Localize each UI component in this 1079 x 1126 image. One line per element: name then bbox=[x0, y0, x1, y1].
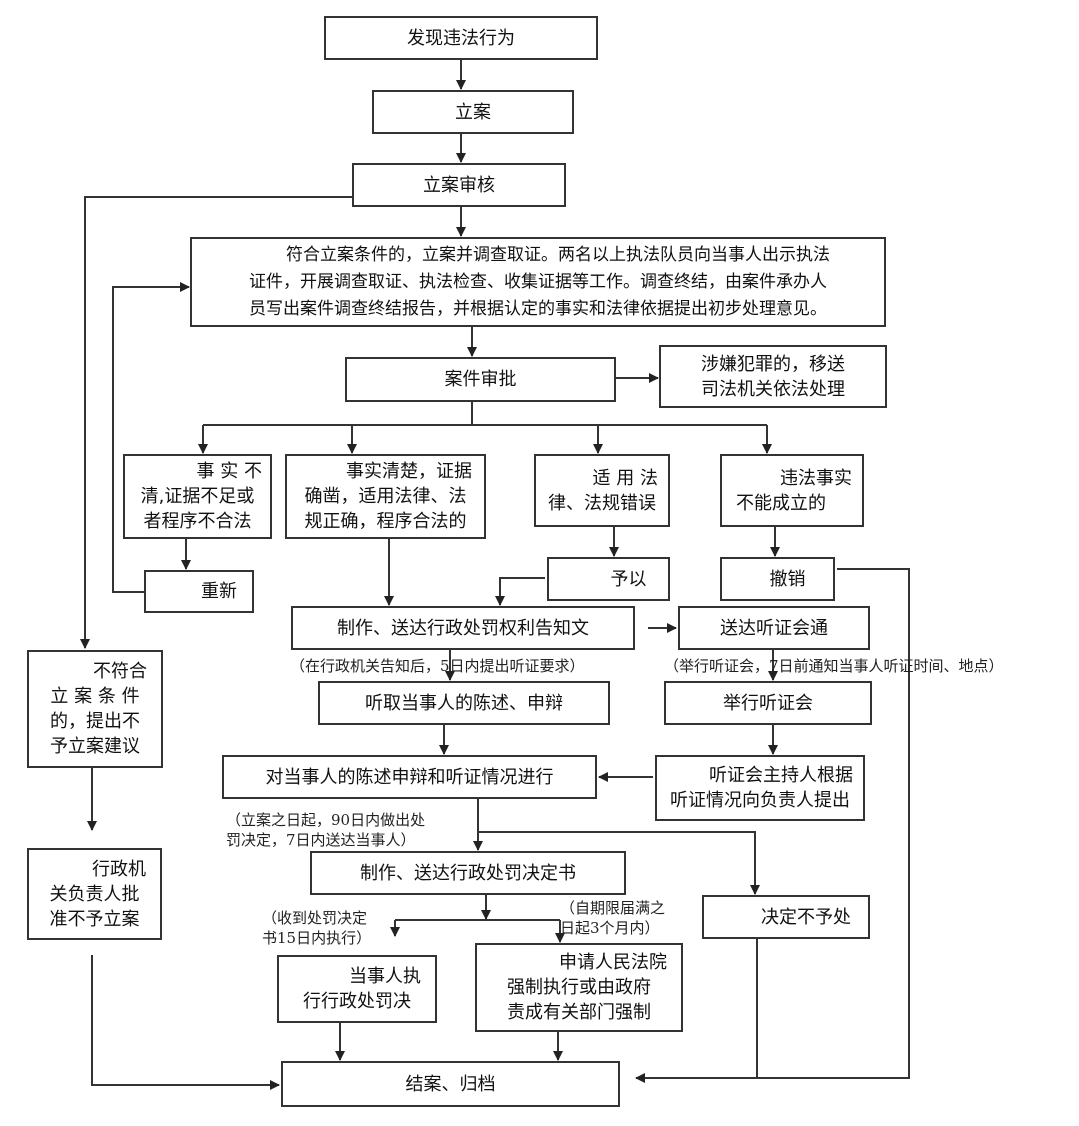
node-label: 制作、送达行政处罚决定书 bbox=[360, 862, 576, 884]
node-label: 立案 bbox=[455, 101, 491, 123]
note-hearing-request: （在行政机关告知后，5日内提出听证要求） bbox=[290, 657, 585, 675]
node-close: 结案、归档 bbox=[281, 1061, 620, 1107]
node-clear: 事实清楚，证据确凿，适用法律、法规正确，程序合法的 bbox=[285, 454, 486, 539]
node-label: 送达听证会通 bbox=[720, 617, 828, 639]
node-discover: 发现违法行为 bbox=[324, 16, 598, 60]
node-review: 立案审核 bbox=[352, 163, 566, 207]
note-90days: （立案之日起，90日内做出处罚决定，7日内送达当事人） bbox=[226, 810, 425, 850]
node-label: 证件，开展调查取证、执法检查、收集证据等工作。调查终结，由案件承办人 bbox=[249, 271, 827, 292]
node-hearing-notice: 送达听证会通 bbox=[678, 606, 870, 650]
node-party-execute: 当事人执行行政处罚决 bbox=[277, 955, 437, 1023]
node-investigate: 符合立案条件的，立案并调查取证。两名以上执法队员向当事人出示执法 证件，开展调查… bbox=[190, 237, 886, 327]
node-label: 者程序不合法 bbox=[143, 511, 252, 532]
node-label: 不符合 bbox=[93, 661, 147, 682]
note-line: 日起3个月内） bbox=[560, 919, 660, 937]
line bbox=[203, 402, 767, 426]
node-assess: 对当事人的陈述申辩和听证情况进行 bbox=[222, 755, 597, 799]
arrow bbox=[478, 831, 760, 895]
node-label: 案件审批 bbox=[444, 369, 517, 390]
arrow bbox=[91, 955, 280, 1090]
node-label: 律、法规错误 bbox=[548, 492, 656, 514]
arrow bbox=[80, 196, 352, 649]
node-label: 责成有关部门强制 bbox=[507, 1002, 651, 1023]
node-label: 制作、送达行政处罚权利告知文 bbox=[337, 617, 589, 639]
node-no-penalty: 决定不予处 bbox=[702, 895, 870, 939]
node-label: 听证会主持人根据 bbox=[709, 765, 853, 786]
arrow bbox=[495, 577, 545, 606]
node-label: 符合立案条件的，立案并调查取证。两名以上执法队员向当事人出示执法 bbox=[286, 244, 830, 265]
node-label: 行行政处罚决 bbox=[303, 991, 411, 1012]
node-label: 的，提出不 bbox=[50, 711, 140, 732]
node-leader-reject: 行政机关负责人批准不予立案 bbox=[27, 848, 162, 940]
node-listen: 听取当事人的陈述、申辩 bbox=[318, 681, 610, 725]
node-decision-doc: 制作、送达行政处罚决定书 bbox=[310, 851, 626, 895]
node-revoke: 撤销 bbox=[720, 557, 835, 601]
node-label: 强制执行或由政府 bbox=[507, 977, 651, 998]
node-unclear: 事 实 不清,证据不足或者程序不合法 bbox=[123, 454, 272, 539]
note-line: 罚决定，7日内送达当事人） bbox=[226, 831, 416, 849]
node-label: 重新 bbox=[201, 581, 237, 602]
node-notice: 制作、送达行政处罚权利告知文 bbox=[291, 606, 635, 650]
node-label: 予以 bbox=[610, 568, 647, 590]
note-15days: （收到处罚决定书15日内执行） bbox=[262, 908, 371, 948]
node-label: 申请人民法院 bbox=[559, 952, 667, 973]
node-label: 事 实 不 bbox=[196, 461, 262, 482]
node-approve: 案件审批 bbox=[345, 357, 616, 402]
node-label: 涉嫌犯罪的，移送 bbox=[701, 353, 845, 375]
node-label: 撤销 bbox=[769, 568, 806, 590]
node-label: 司法机关依法处理 bbox=[701, 378, 845, 400]
node-label: 行政机 bbox=[92, 858, 146, 880]
node-correct: 予以 bbox=[547, 557, 670, 601]
node-file-case: 立案 bbox=[372, 90, 574, 134]
node-wrong-law: 适 用 法律、法规错误 bbox=[534, 454, 670, 527]
node-label: 举行听证会 bbox=[723, 692, 813, 714]
node-label: 立 案 条 件 bbox=[50, 686, 140, 707]
node-label: 清,证据不足或 bbox=[140, 486, 255, 507]
node-crime: 涉嫌犯罪的，移送司法机关依法处理 bbox=[659, 345, 887, 408]
node-label: 关负责人批 bbox=[49, 883, 140, 905]
node-label: 听证情况向负责人提出 bbox=[670, 790, 850, 811]
node-label: 不能成立的 bbox=[736, 492, 826, 514]
node-label: 规正确，程序合法的 bbox=[304, 511, 467, 532]
node-label: 违法事实 bbox=[780, 467, 852, 489]
node-hold-hearing: 举行听证会 bbox=[664, 681, 872, 725]
arrow bbox=[112, 282, 190, 593]
node-label: 当事人执 bbox=[349, 966, 421, 987]
note-line: 书15日内执行） bbox=[262, 929, 372, 947]
node-label: 立案审核 bbox=[423, 174, 495, 196]
node-label: 员写出案件调查终结报告，并根据认定的事实和法律依据提出初步处理意见。 bbox=[249, 298, 827, 319]
node-label: 确凿，适用法律、法 bbox=[304, 486, 467, 507]
node-court: 申请人民法院强制执行或由政府责成有关部门强制 bbox=[475, 943, 683, 1032]
node-label: 结案、归档 bbox=[405, 1073, 496, 1095]
node-redo: 重新 bbox=[144, 570, 254, 613]
node-host-report: 听证会主持人根据听证情况向负责人提出 bbox=[655, 755, 865, 821]
node-not-established: 违法事实不能成立的 bbox=[720, 454, 864, 527]
note-line: （收到处罚决定 bbox=[262, 909, 368, 927]
node-label: 听取当事人的陈述、申辩 bbox=[365, 692, 563, 714]
node-label: 适 用 法 bbox=[592, 467, 658, 489]
node-label: 予立案建议 bbox=[50, 736, 140, 757]
node-not-qualify: 不符合立 案 条 件的，提出不予立案建议 bbox=[27, 650, 163, 768]
arrow bbox=[635, 568, 910, 1083]
note-3months: （自期限届满之日起3个月内） bbox=[560, 898, 665, 938]
node-label: 准不予立案 bbox=[49, 908, 140, 930]
node-label: 发现违法行为 bbox=[407, 27, 515, 49]
node-label: 对当事人的陈述申辩和听证情况进行 bbox=[265, 766, 554, 788]
note-line: （自期限届满之 bbox=[560, 899, 666, 917]
node-label: 事实清楚，证据 bbox=[346, 461, 472, 482]
note-hearing-7days: （举行听证会，7日前通知当事人听证时间、地点） bbox=[664, 657, 1004, 675]
node-label: 决定不予处 bbox=[761, 906, 851, 928]
note-line: （立案之日起，90日内做出处 bbox=[226, 811, 426, 829]
